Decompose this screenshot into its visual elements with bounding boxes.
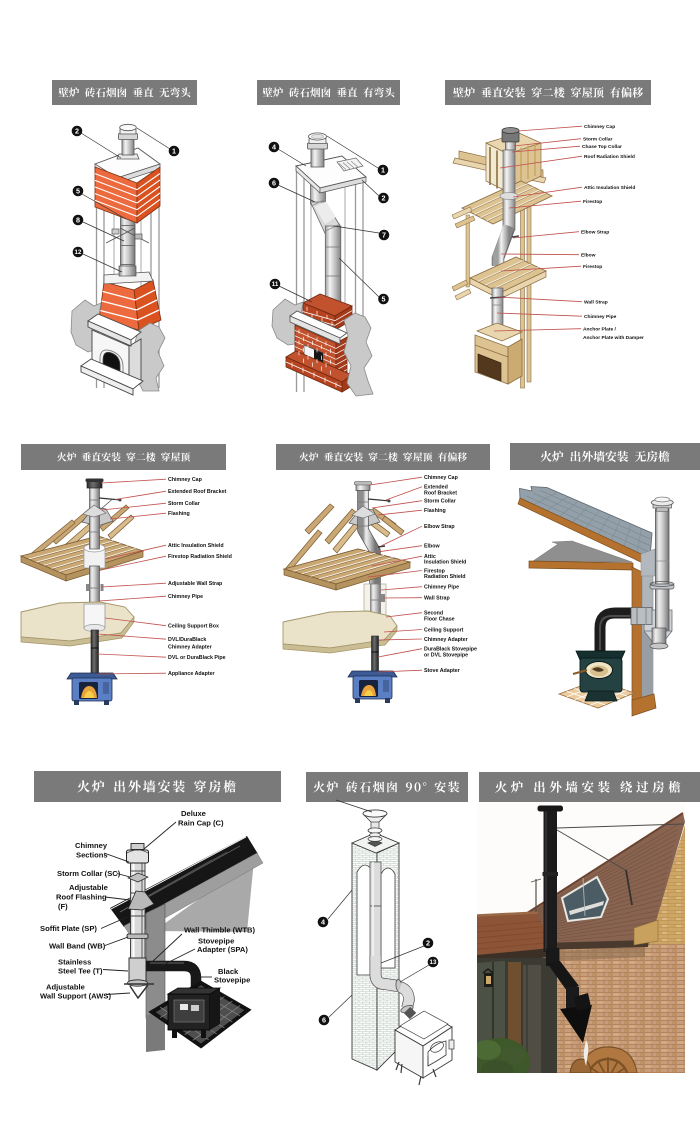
svg-text:or DVL Stovepipe: or DVL Stovepipe [424,652,468,658]
svg-text:Wall Support (AWS): Wall Support (AWS) [40,992,111,1001]
svg-text:Stove Adapter: Stove Adapter [424,668,460,674]
svg-text:Wall Strap: Wall Strap [424,596,450,602]
svg-text:Firestop Radiation Shield: Firestop Radiation Shield [168,554,232,560]
svg-text:Chimney Pipe: Chimney Pipe [168,594,203,600]
svg-text:Storm Collar (SC): Storm Collar (SC) [57,869,121,878]
svg-text:Adjustable Wall Strap: Adjustable Wall Strap [168,581,223,587]
svg-text:Chimney Pipe: Chimney Pipe [584,314,617,320]
svg-text:1: 1 [381,166,385,175]
svg-text:Attic: Attic [424,554,436,560]
svg-text:Wall Thimble (WTB): Wall Thimble (WTB) [184,926,255,935]
svg-text:(F): (F) [58,902,68,911]
svg-text:5: 5 [76,187,80,196]
svg-text:Appliance Adapter: Appliance Adapter [168,671,215,677]
svg-text:Elbow Strap: Elbow Strap [424,524,455,530]
svg-text:11: 11 [272,281,279,288]
svg-text:Storm Collar: Storm Collar [168,501,200,507]
svg-text:Wall Strap: Wall Strap [584,300,608,306]
svg-text:2: 2 [426,939,430,948]
svg-text:Firestop: Firestop [424,568,446,574]
svg-text:Chimney Cap: Chimney Cap [584,124,615,130]
svg-text:Chimney: Chimney [75,841,108,850]
svg-text:Adapter (SPA): Adapter (SPA) [197,945,248,954]
svg-text:4: 4 [272,143,276,152]
svg-text:Wall Band (WB): Wall Band (WB) [49,942,106,951]
svg-text:DuraBlack Stovepipe: DuraBlack Stovepipe [424,647,477,653]
svg-text:Chimney Adapter: Chimney Adapter [424,637,468,643]
svg-text:Firestop: Firestop [583,264,602,270]
svg-text:7: 7 [382,231,386,240]
svg-text:Storm Collar: Storm Collar [583,137,612,143]
svg-text:Chase Top Collar: Chase Top Collar [582,144,622,150]
svg-text:Roof Bracket: Roof Bracket [424,490,457,496]
svg-text:DVL/DuraBlack: DVL/DuraBlack [168,637,206,643]
svg-text:2: 2 [75,127,79,136]
svg-text:Ceiling Support: Ceiling Support [424,627,464,633]
svg-text:Adjustable: Adjustable [46,983,85,992]
svg-text:1: 1 [172,147,176,156]
svg-text:Adjustable: Adjustable [69,883,108,892]
svg-text:12: 12 [75,249,82,256]
svg-text:Attic Insulation Shield: Attic Insulation Shield [168,543,224,549]
svg-text:6: 6 [322,1016,326,1025]
svg-text:Extended: Extended [424,485,448,491]
svg-text:Chimney Pipe: Chimney Pipe [424,585,459,591]
svg-text:Stovepipe: Stovepipe [214,976,250,985]
svg-text:Roof Flashing: Roof Flashing [56,893,107,902]
svg-text:Deluxe: Deluxe [181,809,206,818]
svg-text:Flashing: Flashing [168,511,190,517]
svg-text:Elbow Strap: Elbow Strap [581,230,609,236]
svg-text:Insulation Shield: Insulation Shield [424,560,466,566]
svg-text:DVL or DuraBlack Pipe: DVL or DuraBlack Pipe [168,655,226,661]
svg-text:Chimney Adapter: Chimney Adapter [168,644,212,650]
svg-text:Stainless: Stainless [58,958,91,967]
svg-text:Soffit Plate (SP): Soffit Plate (SP) [40,924,97,933]
svg-text:Floor Chase: Floor Chase [424,616,455,622]
svg-text:Rain Cap (C): Rain Cap (C) [178,819,224,828]
svg-text:Chimney Cap: Chimney Cap [168,477,203,483]
svg-text:2: 2 [382,194,386,203]
svg-text:Extended Roof Bracket: Extended Roof Bracket [168,489,227,495]
svg-text:5: 5 [382,295,386,304]
svg-text:Attic Insulation Shield: Attic Insulation Shield [584,185,635,191]
svg-text:6: 6 [272,179,276,188]
svg-text:8: 8 [76,216,80,225]
svg-text:Flashing: Flashing [424,508,446,514]
svg-text:Anchor Plate /: Anchor Plate / [583,327,617,333]
svg-text:Roof Radiation Shield: Roof Radiation Shield [584,154,635,160]
svg-text:Elbow: Elbow [581,253,596,259]
svg-text:Anchor Plate with Damper: Anchor Plate with Damper [583,335,644,341]
svg-text:Stovepipe: Stovepipe [198,937,234,946]
svg-text:Black: Black [218,967,239,976]
svg-text:Storm Collar: Storm Collar [424,499,456,505]
svg-text:Radiation Shield: Radiation Shield [424,574,466,580]
svg-text:Ceiling Support Box: Ceiling Support Box [168,624,219,630]
svg-text:Chimney Cap: Chimney Cap [424,475,459,481]
svg-text:Sections: Sections [76,851,108,860]
svg-text:Firestop: Firestop [583,199,602,205]
svg-text:Elbow: Elbow [424,544,440,550]
svg-text:4: 4 [321,918,325,927]
svg-text:Steel Tee (T): Steel Tee (T) [58,967,103,976]
svg-text:Second: Second [424,611,443,617]
svg-text:13: 13 [430,959,437,966]
